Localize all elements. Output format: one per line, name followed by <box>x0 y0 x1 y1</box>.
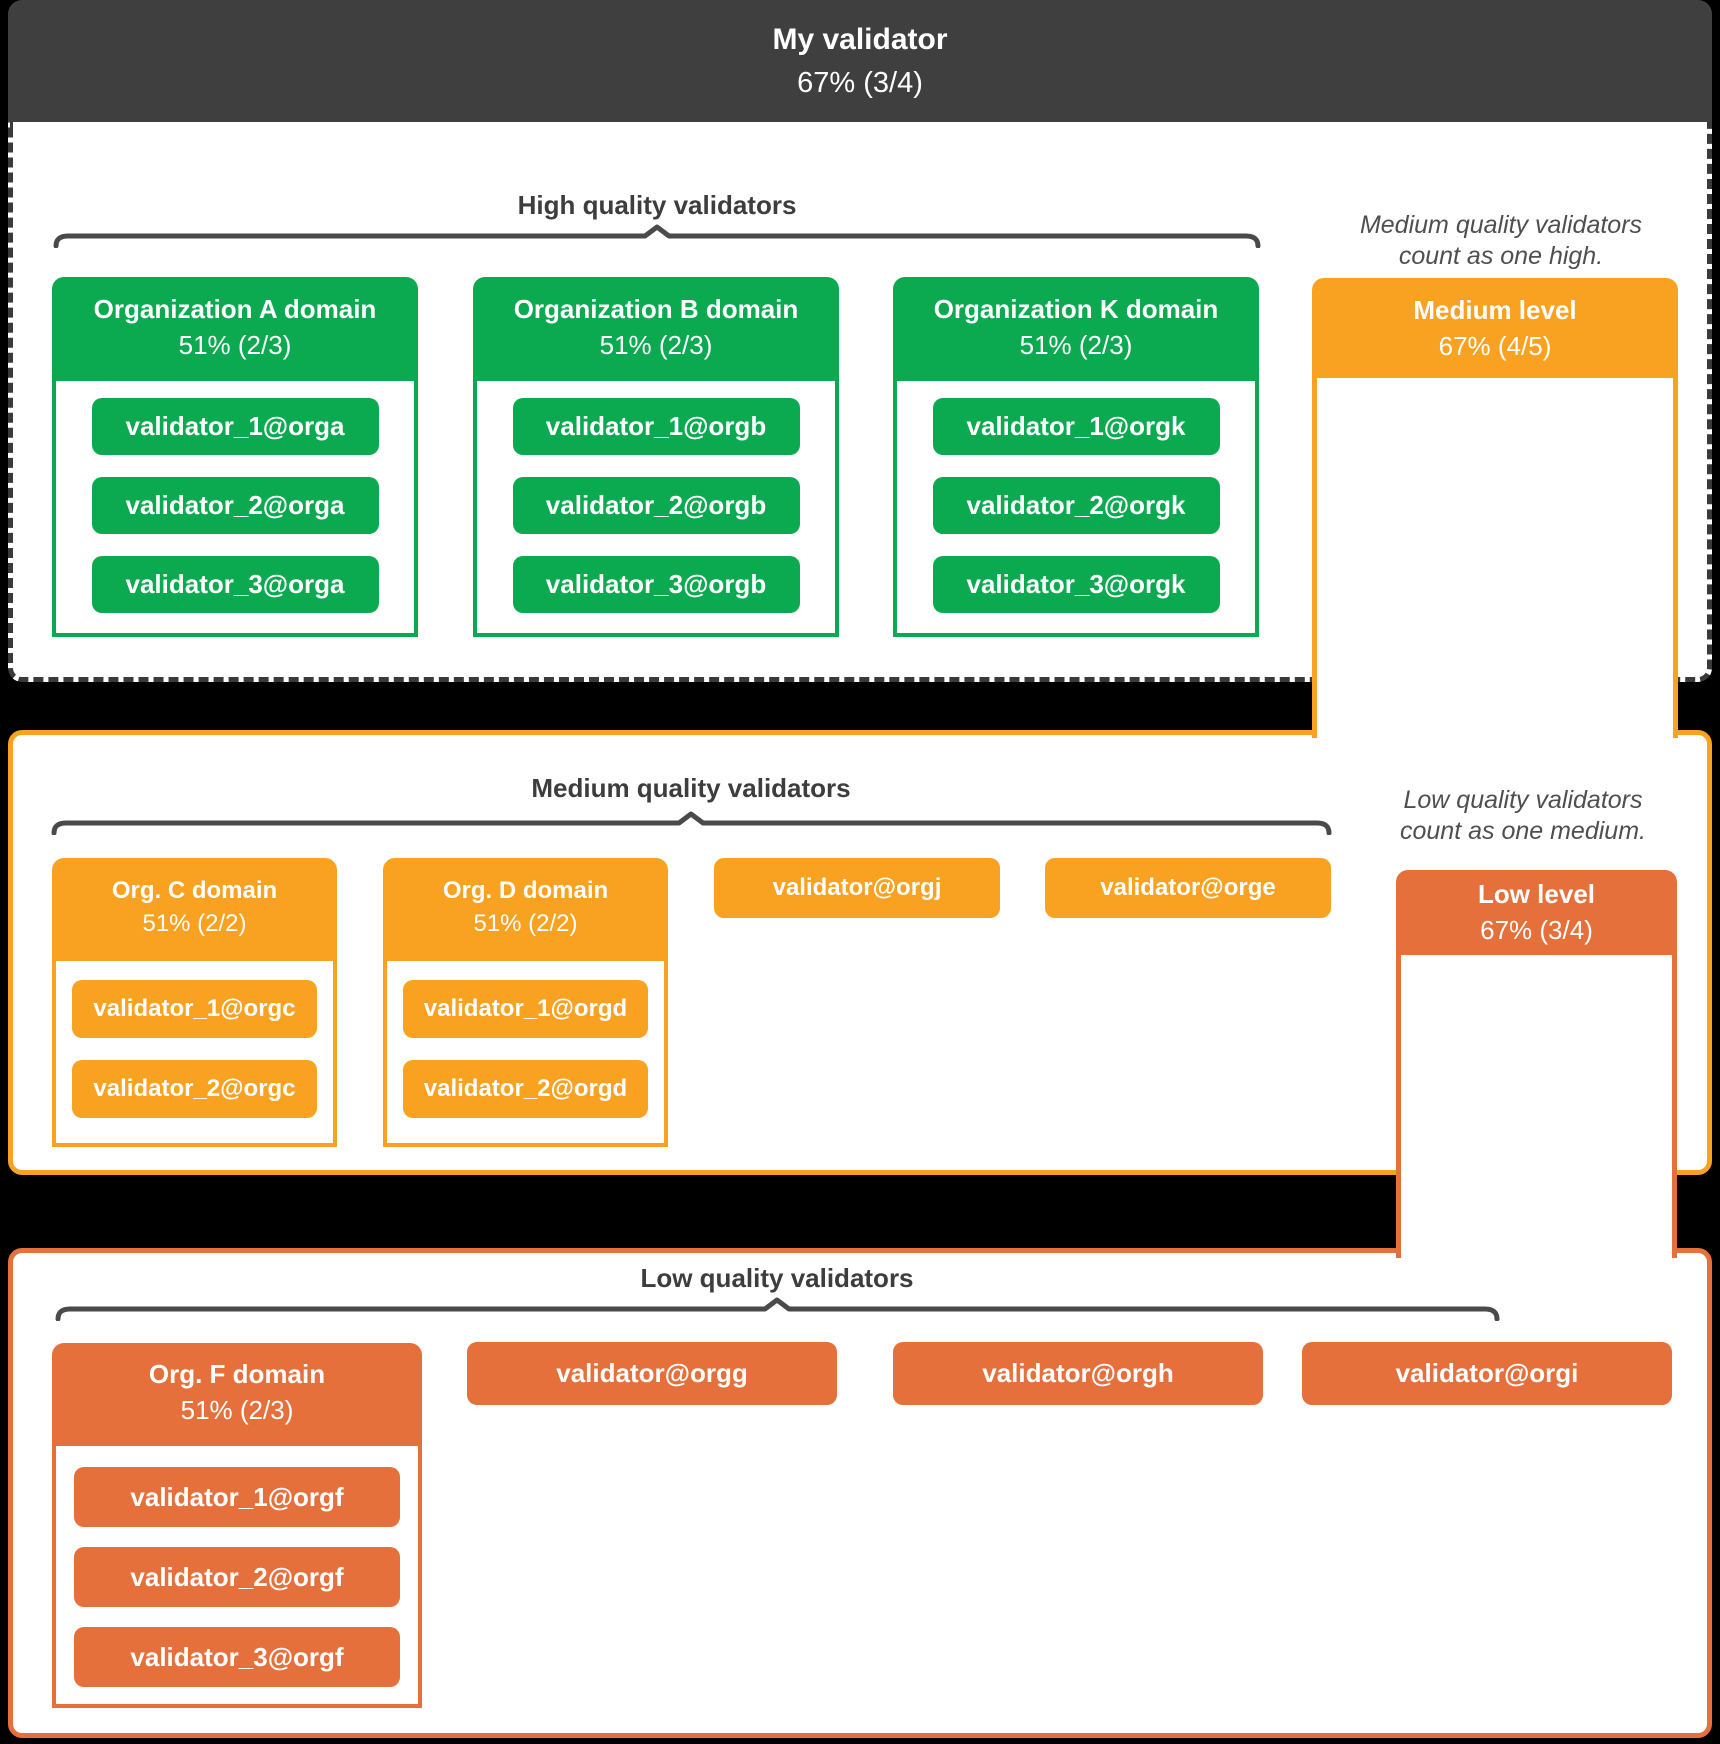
high-quality-section: High quality validators Medium quality v… <box>8 122 1712 738</box>
medium-group-brace <box>51 811 1332 835</box>
high-section-note: Medium quality validators count as one h… <box>1359 211 1643 270</box>
validator-pill: validator_3@orgf <box>74 1627 400 1687</box>
validator-pill-orgi: validator@orgi <box>1302 1342 1672 1405</box>
medium-section-title: Medium quality validators <box>531 773 851 803</box>
low-section-title: Low quality validators <box>640 1263 914 1293</box>
org-card-orgf: Org. F domain 51% (2/3) validator_1@orgf… <box>52 1343 422 1708</box>
validator-pill: validator_3@orga <box>91 556 379 613</box>
org-card-orgc: Org. C domain 51% (2/2) validator_1@orgc… <box>52 858 337 1147</box>
medium-level-box: Medium level 67% (4/5) <box>1312 278 1678 378</box>
org-card-orgd: Org. D domain 51% (2/2) validator_1@orgd… <box>383 858 668 1147</box>
validator-pill-orgh: validator@orgh <box>893 1342 1263 1405</box>
high-group-brace <box>53 224 1261 248</box>
validator-pill: validator_2@orga <box>91 477 379 534</box>
validator-pill-orgg: validator@orgg <box>467 1342 837 1405</box>
my-validator-title: My validator <box>772 22 948 56</box>
org-card-orgk: Organization K domain 51% (2/3) validato… <box>893 277 1259 637</box>
validator-pill-orge: validator@orge <box>1045 858 1331 918</box>
org-card-orgf-body: validator_1@orgf validator_2@orgf valida… <box>52 1442 422 1708</box>
validator-pill: validator_2@orgc <box>72 1060 317 1118</box>
my-validator-header: My validator 67% (3/4) <box>8 0 1712 122</box>
org-card-orgk-body: validator_1@orgk validator_2@orgk valida… <box>893 377 1259 637</box>
org-card-orga-header: Organization A domain 51% (2/3) <box>52 277 418 377</box>
validator-pill: validator_2@orgb <box>512 477 800 534</box>
medium-section-note: Low quality validators count as one medi… <box>1400 786 1646 845</box>
low-level-box: Low level 67% (3/4) <box>1396 870 1677 955</box>
org-card-orgc-header: Org. C domain 51% (2/2) <box>52 858 337 957</box>
org-card-orgf-header: Org. F domain 51% (2/3) <box>52 1343 422 1442</box>
validator-pill-orgj: validator@orgj <box>714 858 1000 918</box>
org-card-orgb-header: Organization B domain 51% (2/3) <box>473 277 839 377</box>
org-card-orgc-body: validator_1@orgc validator_2@orgc <box>52 957 337 1147</box>
low-level-box-body <box>1396 955 1677 1258</box>
org-card-orgb: Organization B domain 51% (2/3) validato… <box>473 277 839 637</box>
validator-pill: validator_2@orgd <box>403 1060 648 1118</box>
medium-level-box-body <box>1312 378 1678 738</box>
my-validator-threshold: 67% (3/4) <box>797 66 923 99</box>
org-card-orgd-body: validator_1@orgd validator_2@orgd <box>383 957 668 1147</box>
validator-pill: validator_3@orgb <box>512 556 800 613</box>
validator-pill: validator_1@orgd <box>403 980 648 1038</box>
low-group-brace <box>55 1297 1500 1321</box>
validator-pill: validator_3@orgk <box>932 556 1220 613</box>
validator-pill: validator_1@orga <box>91 398 379 455</box>
low-quality-section: Low quality validators Org. F domain 51%… <box>8 1248 1712 1738</box>
high-section-title: High quality validators <box>517 190 797 220</box>
validator-pill: validator_1@orgk <box>932 398 1220 455</box>
org-card-orgd-header: Org. D domain 51% (2/2) <box>383 858 668 957</box>
validator-pill: validator_2@orgk <box>932 477 1220 534</box>
org-card-orgb-body: validator_1@orgb validator_2@orgb valida… <box>473 377 839 637</box>
validator-pill: validator_1@orgb <box>512 398 800 455</box>
validator-pill: validator_2@orgf <box>74 1547 400 1607</box>
org-card-orgk-header: Organization K domain 51% (2/3) <box>893 277 1259 377</box>
org-card-orga: Organization A domain 51% (2/3) validato… <box>52 277 418 637</box>
validator-pill: validator_1@orgf <box>74 1467 400 1527</box>
org-card-orga-body: validator_1@orga validator_2@orga valida… <box>52 377 418 637</box>
medium-quality-section: Medium quality validators Low quality va… <box>8 730 1712 1258</box>
validator-pill: validator_1@orgc <box>72 980 317 1038</box>
